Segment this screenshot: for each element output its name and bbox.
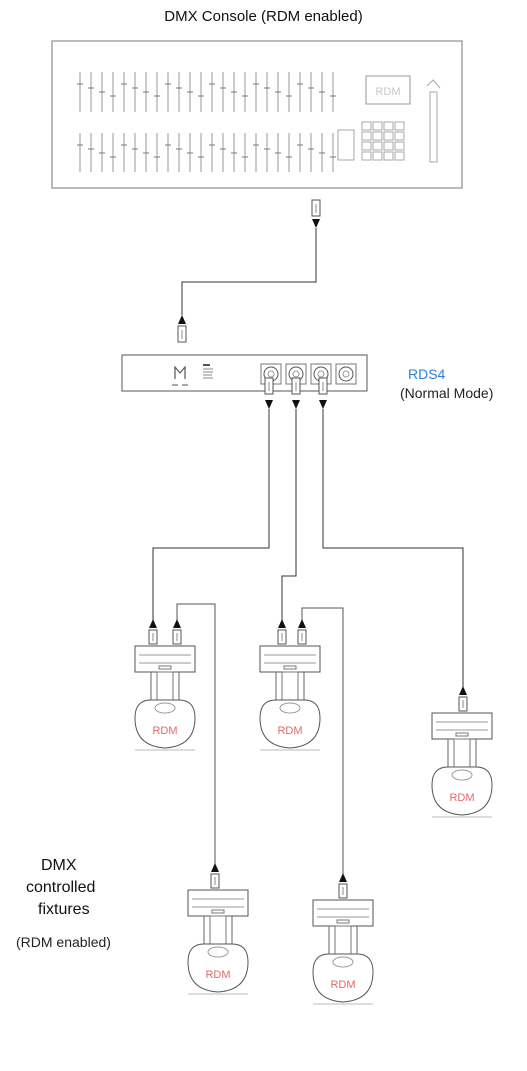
console-button-block bbox=[337, 129, 355, 161]
console-key bbox=[372, 121, 383, 131]
fixture-neck bbox=[209, 915, 227, 949]
console-key bbox=[383, 131, 394, 141]
fixture-rdm-badge: RDM bbox=[330, 979, 355, 991]
splitter-port-pin bbox=[292, 370, 300, 378]
console-key bbox=[372, 131, 383, 141]
fixture-neck bbox=[453, 738, 471, 772]
splitter-input-connector bbox=[177, 315, 187, 343]
fixture-lens bbox=[154, 702, 176, 714]
console-key bbox=[361, 131, 372, 141]
console-title: DMX Console (RDM enabled) bbox=[164, 8, 363, 25]
arrow-up-icon bbox=[459, 686, 467, 695]
cable-output-1 bbox=[152, 419, 270, 625]
console-key bbox=[361, 151, 372, 161]
console-outline bbox=[51, 40, 463, 189]
console-key bbox=[383, 121, 394, 131]
arrow-down-icon bbox=[265, 400, 273, 409]
arrow-down-icon bbox=[292, 400, 300, 409]
arrow-up-icon bbox=[298, 619, 306, 628]
moving-head-fixture: RDM bbox=[259, 619, 321, 751]
fixture-rdm-badge: RDM bbox=[205, 969, 230, 981]
rds4-splitter bbox=[121, 354, 368, 392]
splitter-port-pin bbox=[317, 370, 325, 378]
console-output-connector bbox=[311, 199, 321, 228]
splitter-port-pin bbox=[342, 370, 350, 378]
splitter-port-pin bbox=[267, 370, 275, 378]
fixture-neck bbox=[281, 671, 299, 705]
cable-chain-1 bbox=[176, 603, 216, 865]
console-key bbox=[394, 151, 405, 161]
console-key bbox=[394, 131, 405, 141]
arrow-up-icon bbox=[339, 873, 347, 882]
arrow-up-icon bbox=[173, 619, 181, 628]
splitter-output-connectors bbox=[264, 377, 328, 419]
arrow-up-icon bbox=[149, 619, 157, 628]
fixture-head bbox=[134, 699, 196, 749]
fixture-head bbox=[312, 953, 374, 1003]
fixtures-label-line4: (RDM enabled) bbox=[16, 934, 111, 950]
splitter-logo bbox=[174, 365, 186, 379]
fixture-base bbox=[134, 645, 196, 673]
console-knob bbox=[426, 79, 441, 89]
console-key bbox=[383, 141, 394, 151]
arrow-down-icon bbox=[319, 400, 327, 409]
console-screen bbox=[365, 75, 411, 105]
fixture-head bbox=[259, 699, 321, 749]
cable-output-3 bbox=[322, 419, 464, 692]
console-key bbox=[361, 141, 372, 151]
cable-chain-2 bbox=[301, 607, 344, 875]
arrow-up-icon bbox=[178, 315, 186, 324]
fixture-neck bbox=[156, 671, 174, 705]
fixture-neck bbox=[334, 925, 352, 959]
fixtures-group: RDM RDM RDM RDM RDM bbox=[134, 619, 493, 1005]
moving-head-fixture: RDM bbox=[134, 619, 196, 751]
console-key bbox=[372, 141, 383, 151]
console-screen-label: RDM bbox=[375, 86, 400, 98]
fixture-rdm-badge: RDM bbox=[449, 792, 474, 804]
console-key bbox=[361, 121, 372, 131]
fixture-rdm-badge: RDM bbox=[152, 725, 177, 737]
fixture-head bbox=[187, 943, 249, 993]
fixture-head bbox=[431, 766, 493, 816]
cable-console-to-splitter bbox=[181, 228, 317, 315]
moving-head-fixture: RDM bbox=[431, 686, 493, 818]
splitter-name: RDS4 bbox=[408, 366, 446, 382]
arrow-up-icon bbox=[278, 619, 286, 628]
dmx-console: RDM bbox=[51, 40, 463, 189]
console-key bbox=[372, 151, 383, 161]
console-key bbox=[394, 141, 405, 151]
fixture-rdm-badge: RDM bbox=[277, 725, 302, 737]
fixtures-label-line1: DMX bbox=[41, 857, 77, 874]
fixture-lens bbox=[207, 946, 229, 958]
console-key bbox=[394, 121, 405, 131]
splitter-ports bbox=[260, 363, 357, 385]
fixture-lens bbox=[279, 702, 301, 714]
console-master-fader bbox=[429, 91, 438, 163]
arrow-up-icon bbox=[211, 863, 219, 872]
fixture-lens bbox=[451, 769, 473, 781]
cable-output-2 bbox=[281, 419, 297, 625]
moving-head-fixture: RDM bbox=[187, 863, 249, 995]
fixture-lens bbox=[332, 956, 354, 968]
console-keypad bbox=[361, 121, 405, 161]
splitter-mode: (Normal Mode) bbox=[400, 385, 494, 401]
console-faders bbox=[77, 72, 336, 172]
fixtures-label-line2: controlled bbox=[26, 879, 96, 896]
arrow-down-icon bbox=[312, 219, 320, 228]
console-key bbox=[383, 151, 394, 161]
fixtures-label-line3: fixtures bbox=[38, 901, 90, 918]
moving-head-fixture: RDM bbox=[312, 873, 374, 1005]
